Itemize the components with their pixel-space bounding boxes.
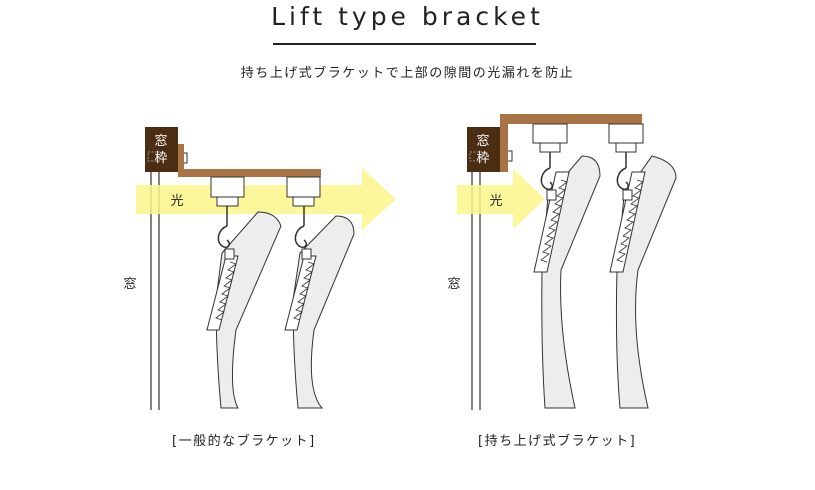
page-subtitle: 持ち上げ式ブラケットで上部の隙間の光漏れを防止	[240, 66, 575, 81]
pleat-zigzag	[215, 261, 237, 321]
page-title: Lift type bracket	[271, 2, 544, 31]
lift-bracket	[500, 114, 642, 172]
hook-clip	[622, 189, 633, 201]
light-arrow	[457, 169, 545, 229]
runner-wheel	[539, 142, 561, 153]
window-frame-label: 窓	[154, 133, 167, 149]
curtain-hook	[540, 167, 553, 191]
standard-bracket	[178, 144, 321, 177]
standard-bracket-illustration: 窓 枠 光 窓	[123, 127, 396, 410]
window-frame-label: 枠	[476, 151, 489, 166]
window-frame-box	[145, 127, 178, 172]
curtain-hook	[616, 167, 629, 191]
hook-clip	[224, 248, 235, 260]
pleat-zigzag	[293, 261, 315, 321]
curtain-runner	[608, 123, 644, 144]
light-label: 光	[170, 194, 183, 209]
window-frame-box	[467, 127, 500, 172]
standard-bracket-caption: [一般的なブラケット]	[172, 434, 316, 449]
window-frame-label: 窓	[476, 133, 489, 149]
curtain-runner	[210, 176, 245, 198]
light-arrow	[136, 168, 396, 230]
pleat-zigzag	[540, 179, 568, 263]
runner-wheel	[292, 196, 315, 207]
lift-bracket-illustration: 窓 枠 光 窓	[447, 114, 677, 410]
curtain-runner	[286, 176, 321, 198]
runner-wheel	[216, 196, 239, 207]
curtain-hook	[217, 225, 230, 249]
hook-clip	[546, 189, 557, 201]
window-label: 窓	[447, 276, 460, 292]
light-label: 光	[489, 194, 502, 209]
title-underline	[273, 43, 536, 45]
window-label: 窓	[123, 276, 136, 292]
lift-bracket-caption: [持ち上げ式ブラケット]	[478, 434, 637, 449]
curtain-panel	[215, 211, 282, 409]
curtain-runner	[532, 123, 568, 144]
pleat-zigzag	[616, 179, 644, 263]
curtain-hook	[294, 225, 307, 249]
window-frame-label: 枠	[154, 151, 167, 166]
hook-clip	[301, 248, 312, 260]
runner-wheel	[615, 142, 637, 153]
